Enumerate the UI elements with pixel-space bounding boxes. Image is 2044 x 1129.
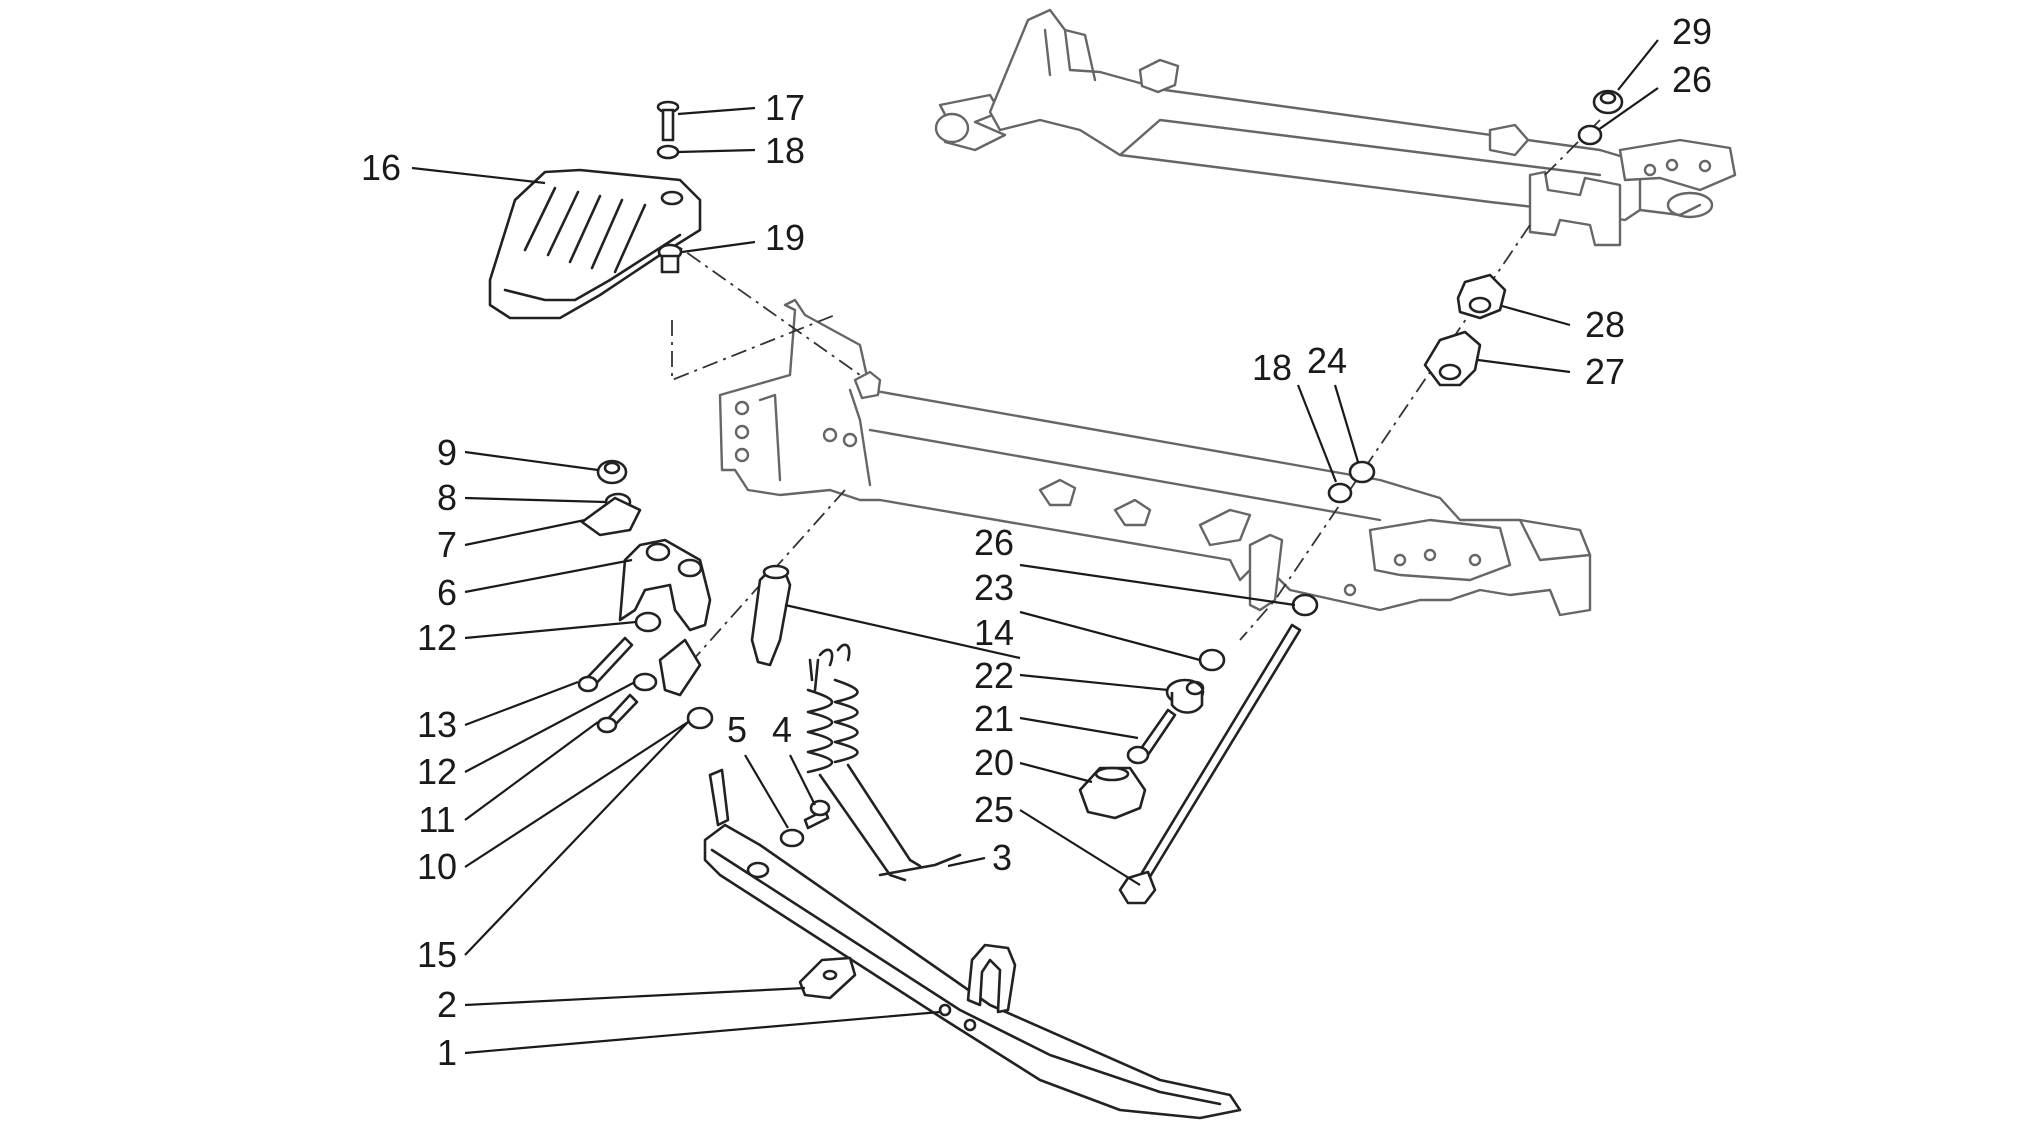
callout-11: 11 xyxy=(418,799,455,840)
part-nut-29 xyxy=(1592,89,1624,115)
part-spacer-22 xyxy=(1165,678,1205,714)
part-rod-25 xyxy=(1118,623,1302,905)
leader-lines xyxy=(411,39,1659,1055)
callout-8: 8 xyxy=(437,477,457,518)
part-bushing-28 xyxy=(1456,273,1507,320)
part-washer-10 xyxy=(658,638,702,697)
part-screw-21 xyxy=(1126,708,1177,765)
part-washer-23 xyxy=(1198,648,1226,672)
part-washer-26-lower xyxy=(1291,593,1319,617)
callout-15: 15 xyxy=(417,934,457,975)
part-washer-12-upper xyxy=(634,611,662,633)
part-washer-26-upper xyxy=(1577,124,1603,146)
callout-10: 10 xyxy=(417,846,457,887)
callout-18: 18 xyxy=(1252,347,1292,388)
callout-2: 2 xyxy=(437,984,457,1025)
part-screw-13 xyxy=(577,636,634,693)
callout-28: 28 xyxy=(1585,304,1625,345)
part-springs-3 xyxy=(806,643,962,882)
callout-17: 17 xyxy=(765,87,805,128)
callout-26: 26 xyxy=(1672,59,1712,100)
callout-25: 25 xyxy=(974,789,1014,830)
callout-24: 24 xyxy=(1307,340,1347,381)
part-screw-17 xyxy=(656,100,680,142)
part-bolt-4 xyxy=(803,799,831,830)
callout-27: 27 xyxy=(1585,351,1625,392)
callout-23: 23 xyxy=(974,567,1014,608)
callout-1: 1 xyxy=(437,1032,457,1073)
callout-4: 4 xyxy=(772,709,792,750)
callout-3: 3 xyxy=(992,837,1012,878)
part-nut-24 xyxy=(1348,460,1376,484)
callout-6: 6 xyxy=(437,572,457,613)
callout-19: 19 xyxy=(765,217,805,258)
part-screw-11 xyxy=(596,693,639,734)
callout-20: 20 xyxy=(974,742,1014,783)
callout-26: 26 xyxy=(974,522,1014,563)
part-plate-7 xyxy=(580,496,642,537)
part-bushing-27 xyxy=(1423,330,1482,387)
part-washer-15 xyxy=(686,706,714,730)
part-bolt-19 xyxy=(657,243,683,274)
part-washer-18-upper xyxy=(656,144,680,160)
callout-14: 14 xyxy=(974,612,1014,653)
part-washer-12-lower xyxy=(632,672,658,692)
part-switch-14 xyxy=(750,564,792,667)
part-washer-5 xyxy=(779,828,805,848)
part-bracket-6 xyxy=(618,538,712,632)
callout-7: 7 xyxy=(437,524,457,565)
part-plate-2 xyxy=(798,956,857,1000)
callout-13: 13 xyxy=(417,704,457,745)
part-footrest-16 xyxy=(488,168,702,320)
callout-12: 12 xyxy=(417,751,457,792)
callout-5: 5 xyxy=(727,709,747,750)
callout-29: 29 xyxy=(1672,11,1712,52)
callout-labels: 29 26 17 18 16 19 28 27 18 24 9 8 7 6 26… xyxy=(361,11,1712,1073)
callout-9: 9 xyxy=(437,432,457,473)
part-nut-9 xyxy=(596,459,628,485)
callout-16: 16 xyxy=(361,147,401,188)
callout-12: 12 xyxy=(417,617,457,658)
callout-22: 22 xyxy=(974,655,1014,696)
part-side-stand-1 xyxy=(703,768,1242,1120)
upper-frame-member xyxy=(934,8,1737,247)
callout-21: 21 xyxy=(974,698,1014,739)
part-washer-18-mid xyxy=(1327,482,1353,504)
part-buffer-20 xyxy=(1078,766,1147,820)
lower-frame-member xyxy=(718,298,1592,617)
callout-18: 18 xyxy=(765,130,805,171)
